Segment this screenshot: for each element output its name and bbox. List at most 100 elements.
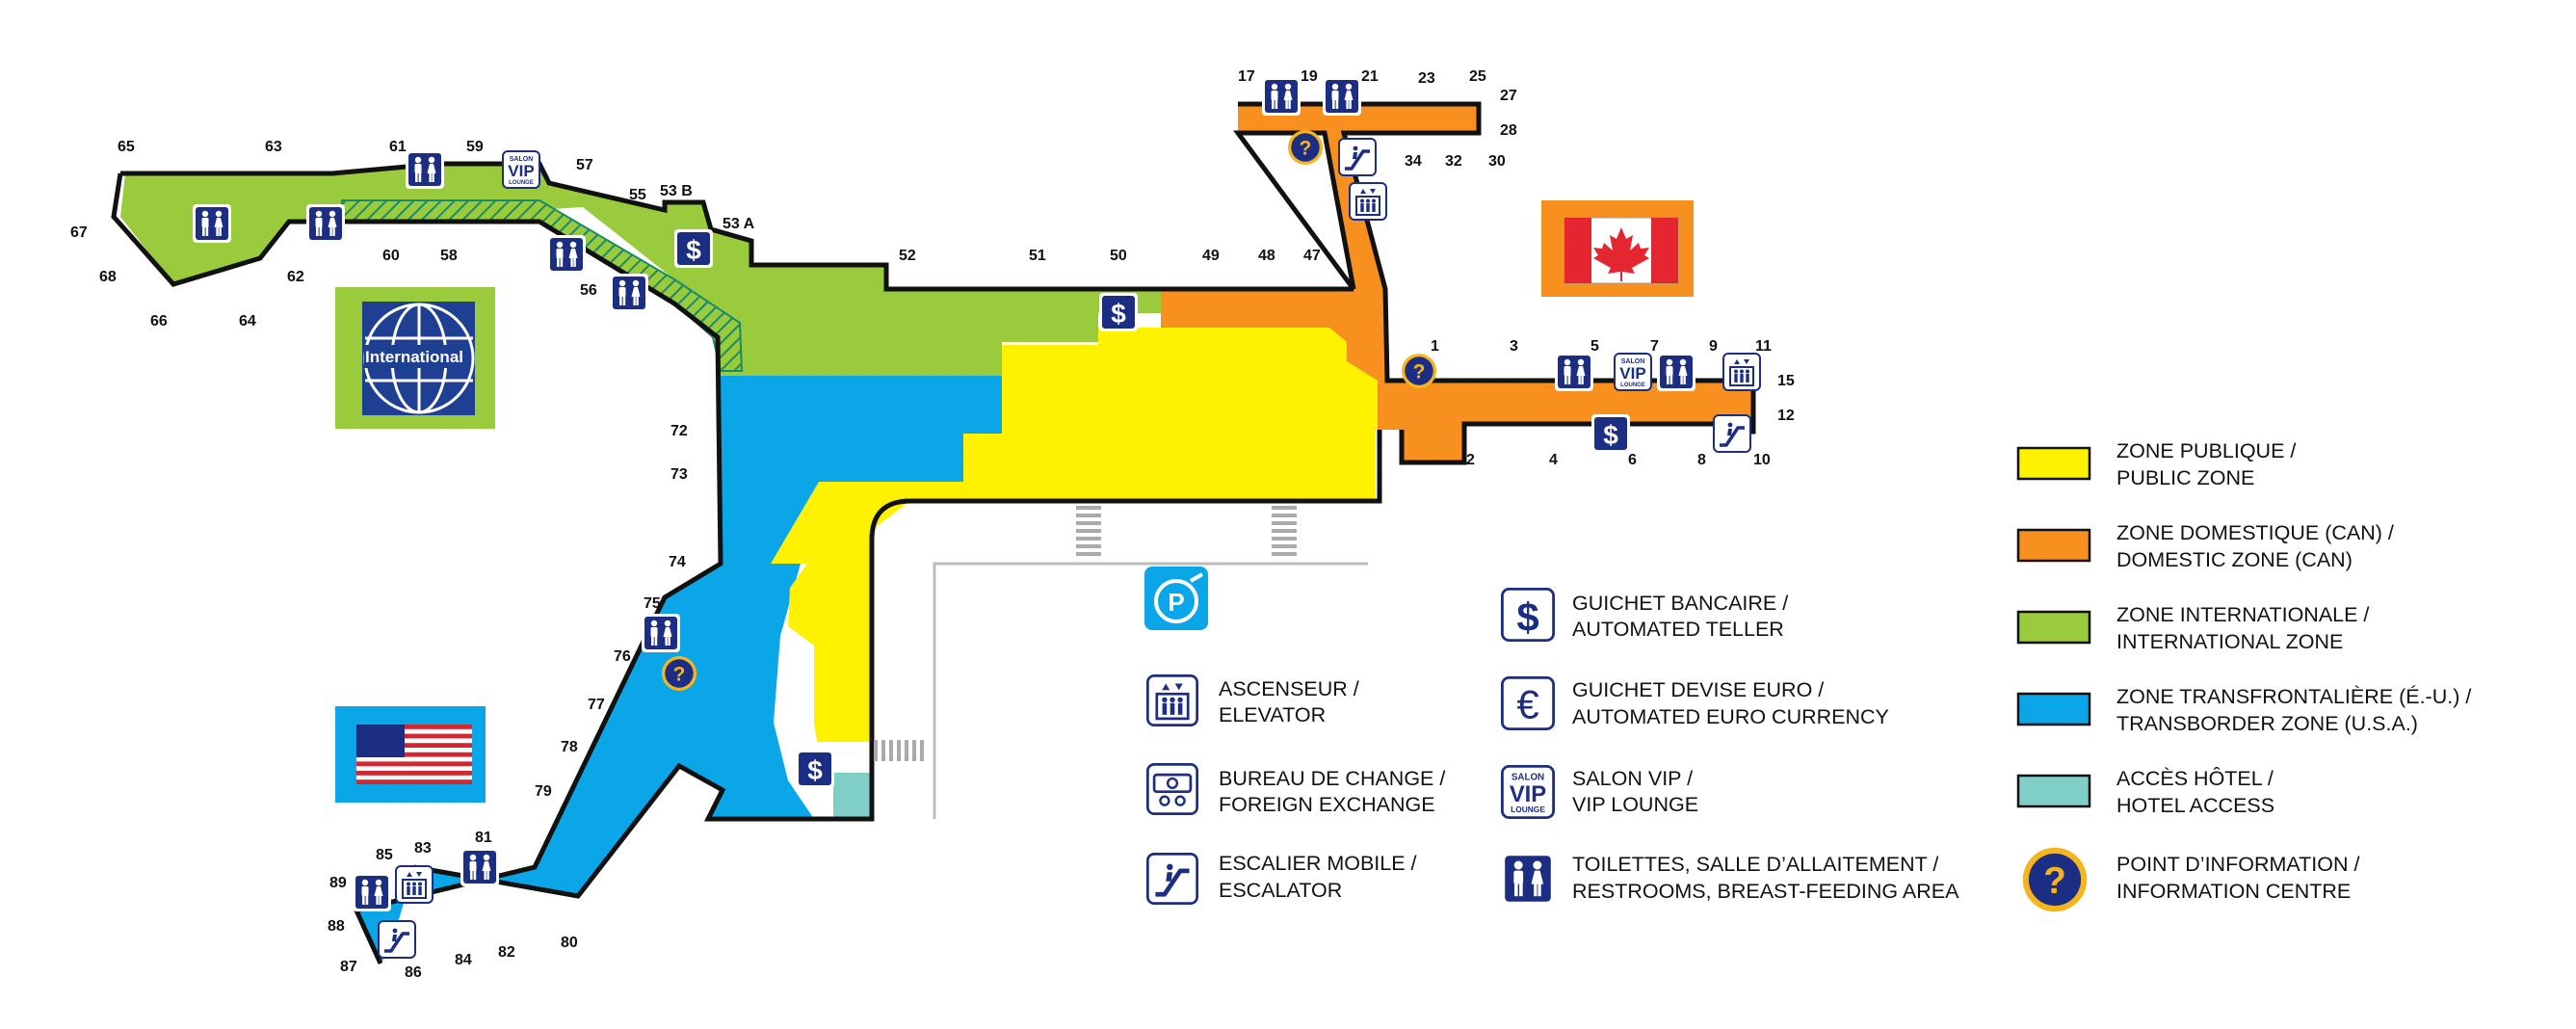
gate-label: 53 B <box>660 183 693 199</box>
dollar-teller-icon <box>674 229 713 268</box>
legend-zone-domestic: ZONE DOMESTIQUE (CAN) / DOMESTIC ZONE (C… <box>2016 521 2394 571</box>
legend-label: BUREAU DE CHANGE / <box>1219 767 1445 790</box>
swatch-public <box>2016 446 2091 481</box>
gate-label: 59 <box>466 139 484 155</box>
legend-label: ELEVATOR <box>1219 703 1326 726</box>
gate-label: 6 <box>1628 452 1637 468</box>
restroom-icon <box>1555 353 1593 391</box>
gate-numbers: 1 2 3 4 5 6 7 8 9 10 11 12 15 17 19 21 2… <box>70 68 1795 981</box>
legend-zone-international: ZONE INTERNATIONALE / INTERNATIONAL ZONE <box>2016 603 2369 653</box>
gate-label: 2 <box>1466 452 1475 468</box>
gate-label: 73 <box>670 466 688 483</box>
gate-label: 23 <box>1418 70 1435 87</box>
legend-label: TRANSBORDER ZONE (U.S.A.) <box>2116 712 2418 735</box>
swatch-transborder <box>2016 692 2091 726</box>
elevator-icon <box>1146 674 1198 726</box>
legend-label: AUTOMATED EURO CURRENCY <box>1572 705 1889 728</box>
gate-label: 76 <box>614 648 631 665</box>
gate-label: 77 <box>588 697 605 713</box>
legend-label: AUTOMATED TELLER <box>1572 618 1784 641</box>
info-point-icon <box>661 655 697 692</box>
swatch-hotel <box>2016 774 2091 808</box>
outline-public-right <box>413 430 1382 899</box>
gate-label: 79 <box>535 783 552 800</box>
gate-label: 4 <box>1549 452 1558 468</box>
stairs-right <box>1272 506 1297 556</box>
restroom-icon <box>406 150 444 189</box>
legend-zone-transborder: ZONE TRANSFRONTALIÈRE (É.-U.) / TRANSBOR… <box>2016 684 2471 735</box>
gate-label: 74 <box>669 554 686 570</box>
restroom-icon <box>1657 353 1695 391</box>
gate-label: 88 <box>328 918 345 935</box>
gate-label: 51 <box>1029 248 1046 264</box>
gate-label: 7 <box>1650 338 1659 355</box>
legend-label: ASCENSEUR / <box>1219 677 1359 700</box>
gate-label: 85 <box>376 847 393 863</box>
restroom-icon <box>1501 852 1555 906</box>
gate-label: 12 <box>1777 408 1795 424</box>
gate-label: 67 <box>70 224 88 241</box>
escalator-icon <box>1713 414 1751 453</box>
vip-lounge-icon <box>1501 765 1555 819</box>
restroom-icon <box>193 204 231 243</box>
gate-label: 30 <box>1488 153 1506 170</box>
restroom-icon <box>353 873 391 911</box>
escalator-icon <box>1338 138 1377 176</box>
gate-label: 3 <box>1510 338 1518 355</box>
swatch-domestic <box>2016 528 2091 563</box>
gate-label: 21 <box>1361 68 1379 85</box>
hotel-access-zone <box>833 773 872 819</box>
currency-exchange-icon <box>1146 763 1198 815</box>
gate-label: 50 <box>1110 248 1127 264</box>
ground-infrastructure: P <box>874 506 1368 819</box>
gate-label: 64 <box>239 313 256 330</box>
legend-label: POINT D’INFORMATION / <box>2116 853 2359 876</box>
restroom-icon <box>1262 77 1301 116</box>
restroom-icon <box>460 848 499 886</box>
usa-flag-icon <box>335 706 486 803</box>
dollar-teller-icon <box>1099 293 1138 331</box>
vip-lounge-icon <box>1614 353 1652 391</box>
parking-icon: P <box>1144 567 1208 630</box>
gate-label: 48 <box>1258 248 1275 264</box>
gate-label: 57 <box>576 157 593 173</box>
legend-label: TOILETTES, SALLE D’ALLAITEMENT / <box>1572 853 1938 876</box>
legend-label: ESCALATOR <box>1219 879 1342 902</box>
gate-label: 28 <box>1500 122 1517 139</box>
terminal-zones <box>120 104 1753 963</box>
legend-label: ZONE DOMESTIQUE (CAN) / <box>2116 521 2394 544</box>
gate-label: 5 <box>1590 338 1599 355</box>
gate-label: 47 <box>1303 248 1321 264</box>
gate-label: 34 <box>1405 153 1422 170</box>
parking-label: P <box>1168 588 1184 617</box>
gate-label: 61 <box>389 139 407 155</box>
legend-label: ESCALIER MOBILE / <box>1219 852 1417 875</box>
gate-label: 66 <box>150 313 168 330</box>
stairs-left <box>1076 506 1101 556</box>
gate-label: 89 <box>329 875 347 891</box>
gate-label: 72 <box>670 423 688 439</box>
legend-label: INFORMATION CENTRE <box>2116 880 2351 903</box>
legend-label: FOREIGN EXCHANGE <box>1219 793 1435 816</box>
legend-item-euro: GUICHET DEVISE EURO / AUTOMATED EURO CUR… <box>1501 676 1889 730</box>
legend-item-teller: GUICHET BANCAIRE / AUTOMATED TELLER <box>1501 588 1788 642</box>
restroom-icon <box>1323 77 1361 116</box>
legend-label: DOMESTIC ZONE (CAN) <box>2116 548 2353 571</box>
legend-item-vip: SALON VIP / VIP LOUNGE <box>1501 765 1698 819</box>
info-point-icon <box>1401 353 1437 389</box>
info-point-icon <box>2022 847 2088 912</box>
gate-label: 75 <box>644 595 661 612</box>
elevator-icon <box>395 865 434 904</box>
legend-item-elevator: ASCENSEUR / ELEVATOR <box>1146 674 1359 726</box>
legend-zone-public: ZONE PUBLIQUE / PUBLIC ZONE <box>2016 439 2296 489</box>
gate-label: 1 <box>1431 338 1439 355</box>
restroom-icon <box>642 614 680 652</box>
gate-label: 62 <box>287 269 304 285</box>
restroom-icon <box>547 235 586 274</box>
gate-label: 25 <box>1469 68 1486 85</box>
services-legend: ASCENSEUR / ELEVATOR BUREAU DE CHANGE / … <box>1146 588 1959 906</box>
restroom-icon <box>306 204 345 243</box>
gate-label: 32 <box>1445 153 1462 170</box>
outline-domestic-south <box>1399 421 1734 465</box>
outline-stem-top <box>1233 101 1756 435</box>
